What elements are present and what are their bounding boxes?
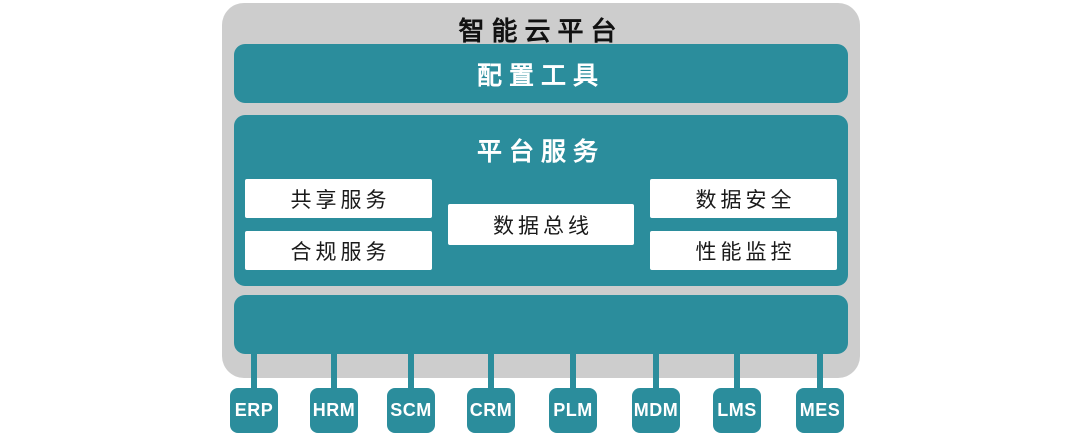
service-box-performance-monitoring-label: 性能监控: [695, 240, 796, 264]
service-box-shared-services: 共享服务: [245, 179, 432, 218]
service-box-performance-monitoring: 性能监控: [650, 231, 837, 270]
system-box-scm-label: SCM: [390, 400, 432, 420]
system-box-erp-label: ERP: [234, 400, 274, 420]
system-box-mes-label: MES: [799, 400, 841, 420]
integration-bar: [234, 295, 848, 354]
connector-line-mes: [817, 350, 823, 390]
connector-line-hrm: [331, 350, 337, 390]
service-box-compliance-services: 合规服务: [245, 231, 432, 270]
diagram-title: 智能云平台: [458, 16, 624, 46]
system-box-lms-label: LMS: [717, 400, 757, 420]
cloud-platform-container: 智能云平台 配置工具 平台服务 共享服务 合规服务 数据总线 数据安全 性能监控: [222, 3, 860, 378]
service-box-data-security-label: 数据安全: [695, 188, 796, 212]
service-box-data-bus-label: 数据总线: [493, 214, 593, 238]
system-box-hrm: HRM: [310, 388, 358, 433]
connector-line-scm: [408, 350, 414, 390]
connector-line-mdm: [653, 350, 659, 390]
system-box-scm: SCM: [387, 388, 435, 433]
system-box-plm-label: PLM: [553, 400, 593, 420]
config-tools-label: 配置工具: [476, 61, 605, 90]
system-box-plm: PLM: [549, 388, 597, 433]
system-box-hrm-label: HRM: [312, 400, 356, 420]
system-box-erp: ERP: [230, 388, 278, 433]
config-tools-bar: 配置工具: [234, 44, 848, 103]
system-box-mdm-label: MDM: [633, 400, 679, 420]
service-box-compliance-services-label: 合规服务: [290, 240, 391, 264]
connector-line-plm: [570, 350, 576, 390]
system-box-crm: CRM: [467, 388, 515, 433]
system-box-crm-label: CRM: [469, 400, 513, 420]
platform-services-section: 平台服务 共享服务 合规服务 数据总线 数据安全 性能监控: [234, 115, 848, 286]
service-box-data-bus: 数据总线: [448, 204, 634, 245]
system-box-mdm: MDM: [632, 388, 680, 433]
system-box-lms: LMS: [713, 388, 761, 433]
service-box-shared-services-label: 共享服务: [290, 188, 391, 212]
connector-line-erp: [251, 350, 257, 390]
platform-services-title: 平台服务: [476, 138, 605, 166]
service-box-data-security: 数据安全: [650, 179, 837, 218]
connector-line-lms: [734, 350, 740, 390]
connector-line-crm: [488, 350, 494, 390]
system-box-mes: MES: [796, 388, 844, 433]
